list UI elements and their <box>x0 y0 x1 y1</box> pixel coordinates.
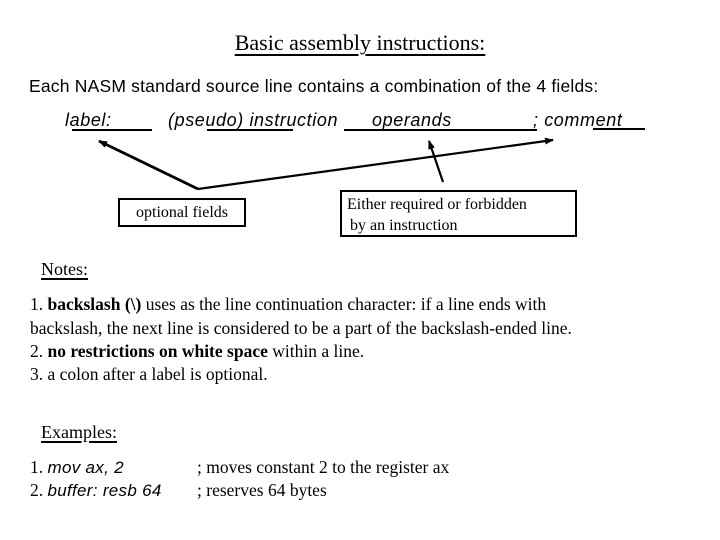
note-2: 2. no restrictions on white space within… <box>30 341 364 362</box>
example-2-number: 2. <box>30 480 48 500</box>
arrow-to-operands-icon <box>427 140 445 183</box>
example-1-code: mov ax, 2 <box>47 458 124 477</box>
callout-optional-text: optional fields <box>136 204 228 221</box>
notes-heading: Notes: <box>41 259 88 279</box>
note-3: 3. a colon after a label is optional. <box>30 364 268 384</box>
intro-sentence: Each NASM standard source line contains … <box>29 76 599 96</box>
underline-comment <box>593 128 645 130</box>
example-1-comment: ; moves constant 2 to the register ax <box>197 457 450 477</box>
example-1-number: 1. <box>30 457 48 477</box>
slide-title: Basic assembly instructions: <box>0 30 720 56</box>
example-2-comment: ; reserves 64 bytes <box>197 480 327 500</box>
callout-optional-fields: optional fields <box>118 198 246 227</box>
underline-instruction <box>207 129 293 131</box>
slide-title-text: Basic assembly instructions: <box>234 30 486 55</box>
note-1-line-1: 1. backslash (\) uses as the line contin… <box>30 294 546 315</box>
callout-either-line1: Either required or forbidden <box>347 196 527 213</box>
underline-label <box>72 129 152 131</box>
note-1-rest: uses as the line continuation character:… <box>141 294 547 314</box>
callout-either-required: Either required or forbidden by an instr… <box>340 190 577 237</box>
field-operands: operands <box>372 110 452 130</box>
arrow-to-label-icon <box>98 139 199 191</box>
note-1-bold: backslash (\) <box>47 294 142 314</box>
example-1: 1. mov ax, 2 ; moves constant 2 to the r… <box>30 457 690 478</box>
arrow-to-comment-icon <box>197 137 554 191</box>
underline-operands <box>344 129 537 131</box>
examples-heading: Examples: <box>41 422 117 442</box>
note-2-number: 2. <box>30 341 48 361</box>
field-pseudo-instruction: (pseudo) instruction <box>168 110 339 130</box>
callout-either-line2: by an instruction <box>350 217 458 234</box>
note-1-number: 1. <box>30 294 48 314</box>
note-2-rest: within a line. <box>267 341 365 361</box>
field-comment: ; comment <box>533 110 623 130</box>
example-2: 2. buffer: resb 64 ; reserves 64 bytes <box>30 480 690 501</box>
note-1-line-2: backslash, the next line is considered t… <box>30 318 572 338</box>
field-label: label: <box>65 110 112 130</box>
example-2-code: buffer: resb 64 <box>47 481 162 500</box>
note-2-bold: no restrictions on white space <box>47 341 268 361</box>
